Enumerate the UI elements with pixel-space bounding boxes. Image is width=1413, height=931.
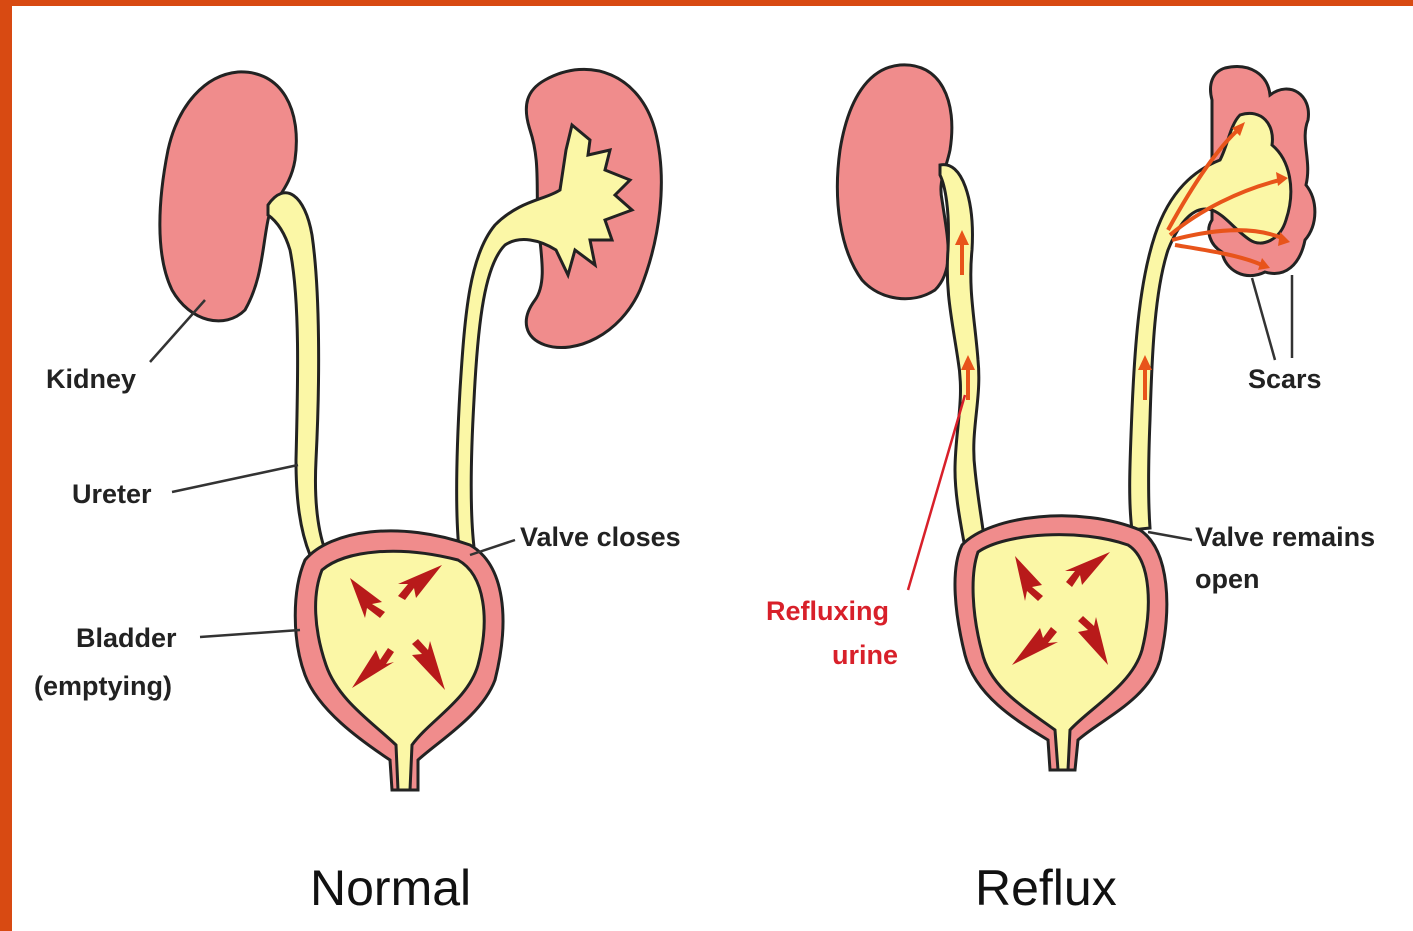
- reflux-panel: [837, 65, 1314, 770]
- label-valve-remains: Valve remains: [1195, 522, 1375, 552]
- caption-reflux: Reflux: [975, 860, 1117, 916]
- label-scars: Scars: [1248, 364, 1322, 394]
- label-urine: urine: [832, 640, 898, 670]
- reflux-left-kidney: [837, 65, 951, 299]
- normal-bladder-urine: [316, 551, 485, 790]
- label-ureter: Ureter: [72, 479, 152, 509]
- caption-normal: Normal: [310, 860, 471, 916]
- normal-panel: [160, 69, 661, 790]
- label-refluxing: Refluxing: [766, 596, 889, 626]
- normal-left-ureter: [268, 193, 325, 555]
- label-valve-closes: Valve closes: [520, 522, 681, 552]
- label-valve-open: open: [1195, 564, 1260, 594]
- reflux-right-ureter: [1130, 113, 1291, 530]
- label-kidney: Kidney: [46, 364, 136, 394]
- label-bladder: Bladder: [76, 623, 177, 653]
- label-bladder-emptying: (emptying): [34, 671, 172, 701]
- reflux-bladder-urine: [973, 535, 1148, 770]
